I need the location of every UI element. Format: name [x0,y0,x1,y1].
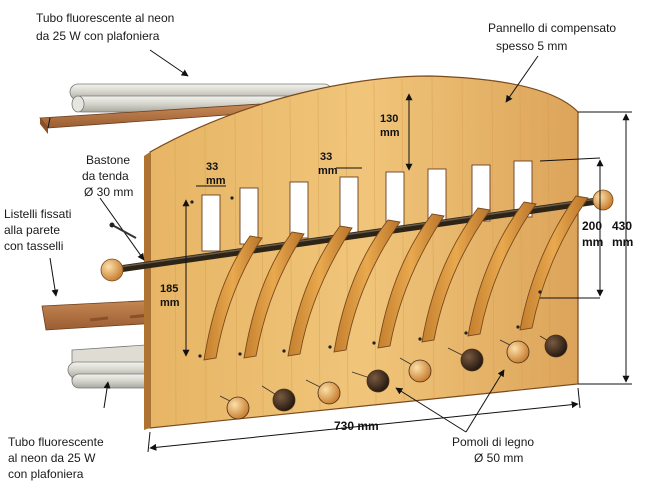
label-knobs-line1: Pomoli di legno [452,435,534,449]
dim-lower-height: 185 [160,283,178,295]
dim-slot-width-a-unit: mm [206,175,226,187]
pin-holes [190,196,542,358]
label-panel-line1: Pannello di compensato [488,21,616,35]
dim-slot-width-b: 33 [320,151,332,163]
dim-right-inner: 200 [582,219,602,233]
dim-right-outer: 430 [612,219,632,233]
wall-anchor [109,222,137,239]
curved-tie-hooks [203,195,589,361]
dim-right-inner-unit: mm [582,235,603,249]
label-panel-line2: spesso 5 mm [496,39,567,53]
label-tube-top-line2: da 25 W con plafoniera [36,29,160,43]
dimension-lines [147,93,632,453]
dim-right-outer-unit: mm [612,235,633,249]
label-rod-line3: Ø 30 mm [84,185,133,199]
dim-lower-height-unit: mm [160,297,180,309]
dim-slot-width-a: 33 [206,161,218,173]
dim-slot-height: 130 [380,113,398,125]
label-tube-bottom-line1: Tubo fluorescente [8,435,104,449]
label-rod-line1: Bastone [86,153,130,167]
dim-width-total: 730 mm [334,419,379,433]
dimension-labels: 33 mm 33 mm 130 mm 185 mm 200 mm 430 mm … [160,113,633,433]
label-slats-line1: Listelli fissati [4,207,71,221]
label-slats-line3: con tasselli [4,239,63,253]
dim-slot-width-b-unit: mm [318,165,338,177]
label-rod-line2: da tenda [82,169,129,183]
label-slats-line2: alla parete [4,223,60,237]
callout-leaders [47,49,539,433]
label-knobs-line2: Ø 50 mm [474,451,523,465]
dim-slot-height-unit: mm [380,127,400,139]
label-tube-bottom-line2: al neon da 25 W [8,451,96,465]
panel-slots [201,160,533,252]
label-tube-top-line1: Tubo fluorescente al neon [36,11,174,25]
labels: Tubo fluorescente al neon da 25 W con pl… [4,11,616,481]
label-tube-bottom-line3: con plafoniera [8,467,84,481]
